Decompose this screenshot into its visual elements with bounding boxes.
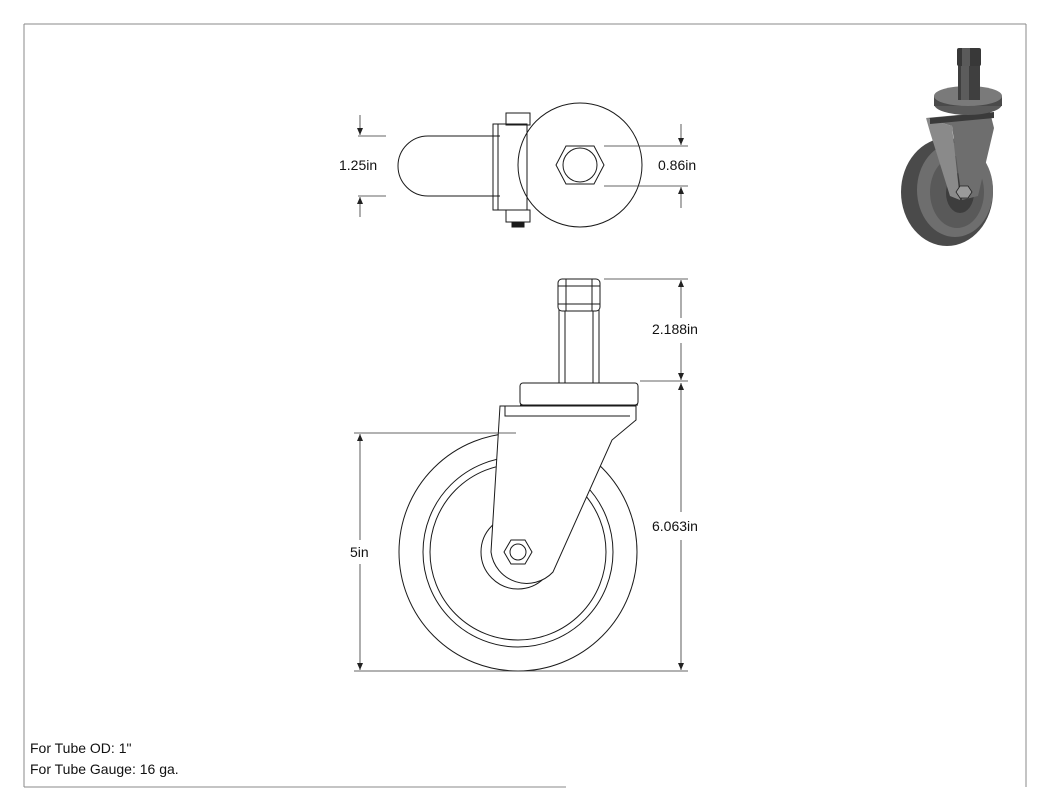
isometric-caster-view: [901, 48, 1002, 246]
dim-0.86-lines: [604, 124, 688, 208]
sheet-border: [23, 23, 1027, 788]
front-view: [398, 278, 639, 672]
dim-label-stem-height: 2.188in: [652, 321, 698, 337]
dim-label-overall-height: 6.063in: [652, 518, 698, 534]
dim-label-wheel-diameter: 5in: [350, 544, 369, 560]
note-tube-od: For Tube OD: 1": [30, 740, 132, 756]
dim-2.188-lines: [604, 278, 688, 382]
note-tube-gauge: For Tube Gauge: 16 ga.: [30, 761, 179, 777]
dim-6.063-lines: [518, 383, 688, 672]
dim-label-stem-tube-width: 1.25in: [339, 157, 378, 173]
dim-5-lines: [354, 432, 518, 672]
dim-1.25-lines: [357, 115, 386, 217]
dim-label-stem-hex-width: 0.86in: [658, 157, 697, 173]
top-view: [397, 102, 643, 228]
